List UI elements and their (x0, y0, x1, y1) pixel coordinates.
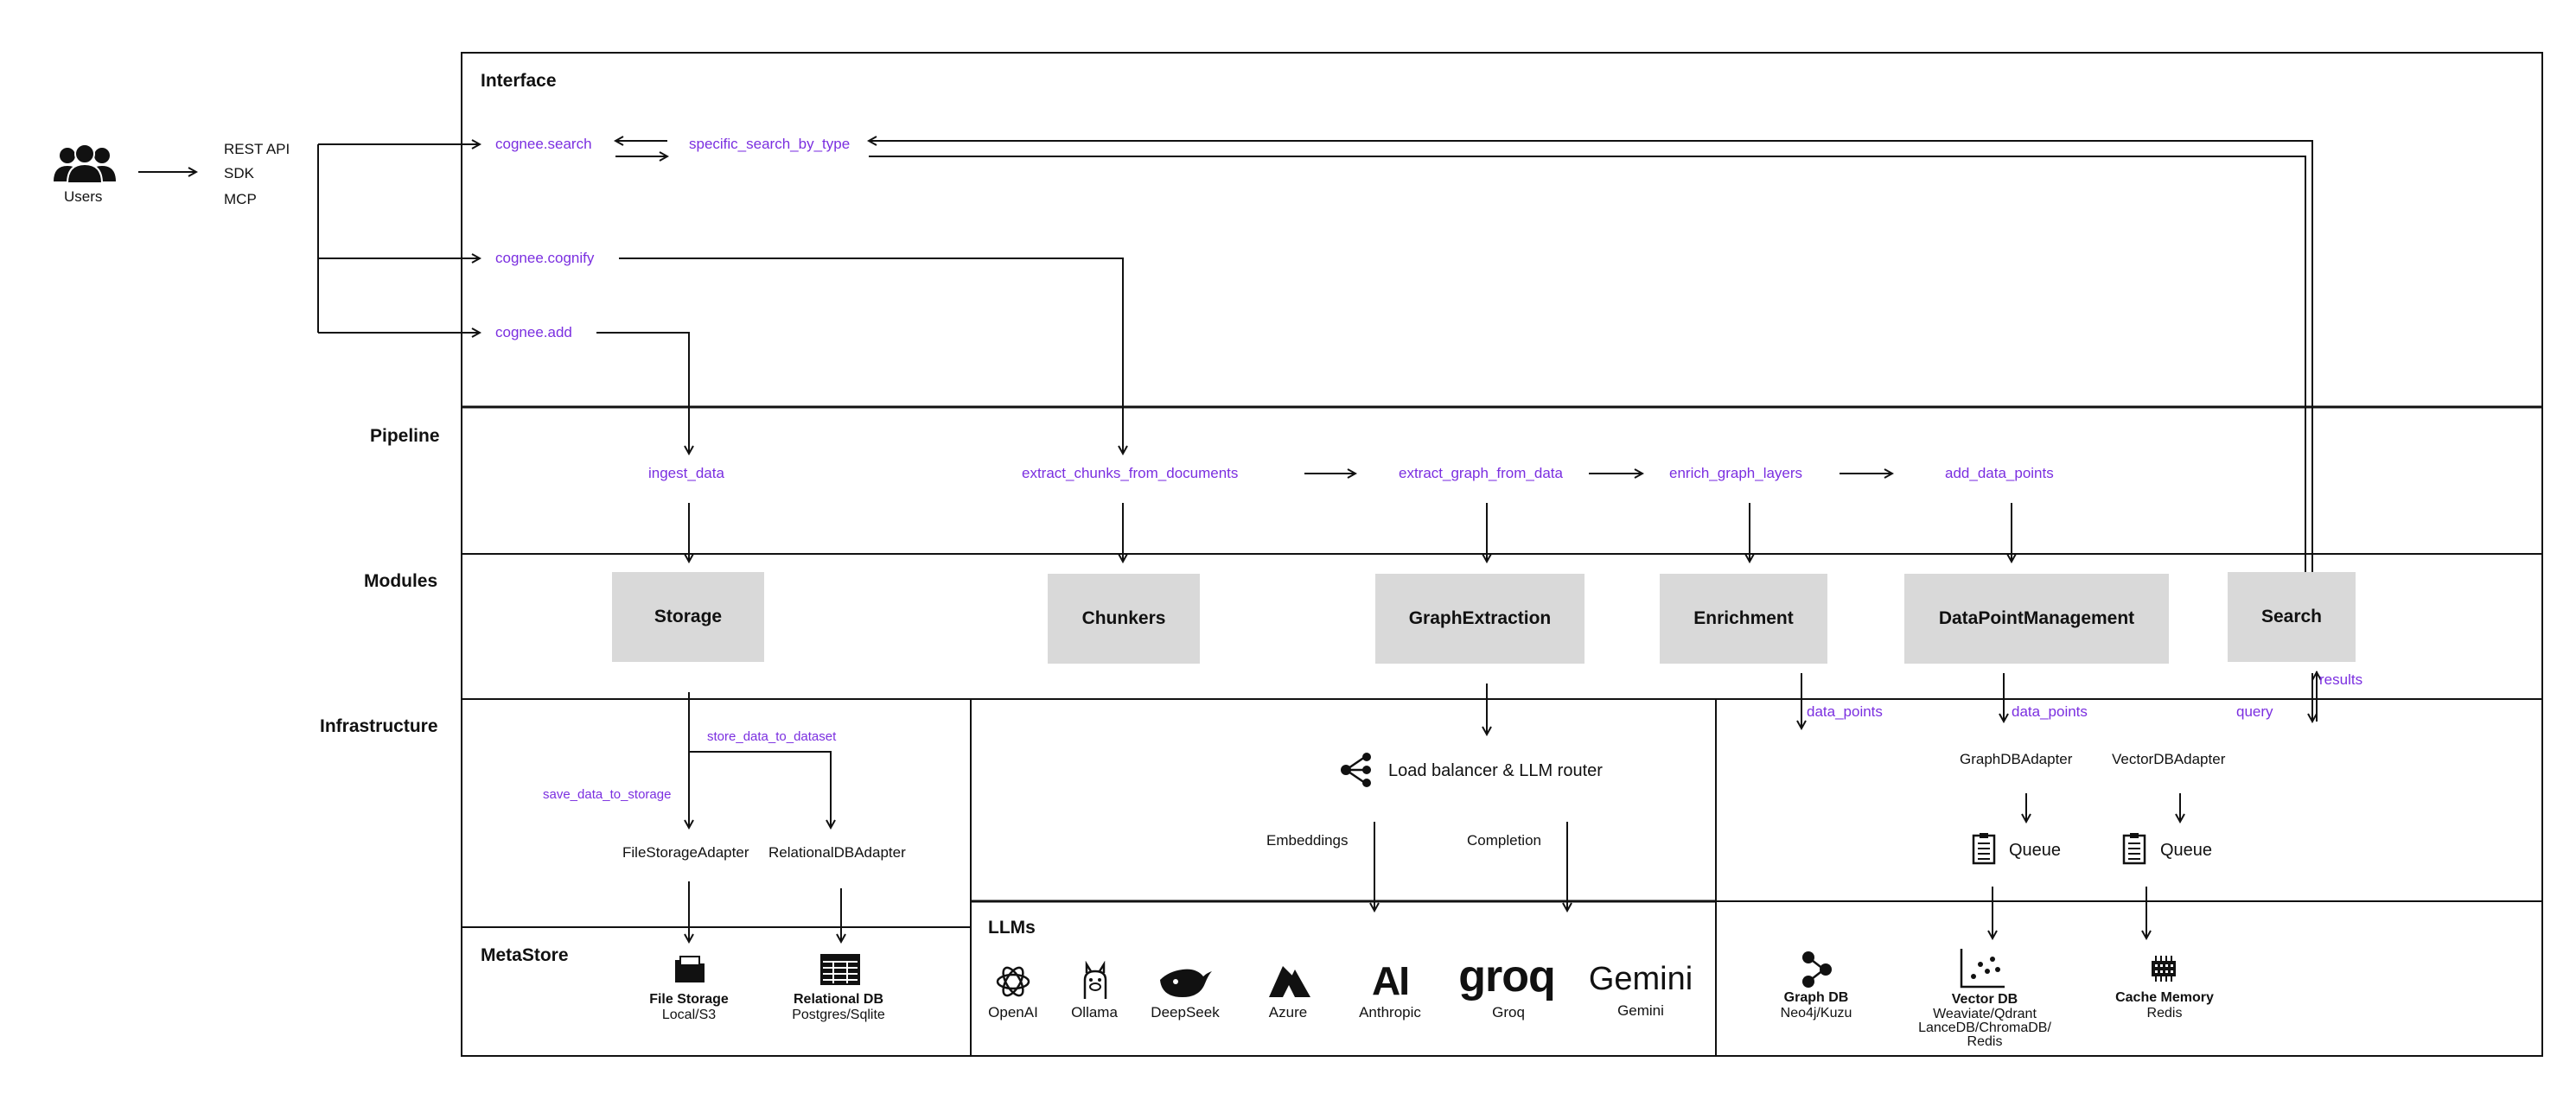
module-chunkers: Chunkers (1048, 574, 1200, 664)
load-balancer-label: Load balancer & LLM router (1388, 761, 1603, 780)
file-storage-title: File Storage (649, 992, 729, 1007)
module-graph-extraction: GraphExtraction (1375, 574, 1584, 664)
call-cognee-search[interactable]: cognee.search (495, 136, 592, 152)
file-storage-sub: Local/S3 (661, 1008, 717, 1022)
module-datapoint-management: DataPointManagement (1904, 574, 2169, 664)
label-store-data-to-dataset: store_data_to_dataset (707, 729, 837, 744)
memory-chip-icon (2149, 954, 2178, 988)
gemini-icon: Gemini (1588, 961, 1693, 997)
module-storage: Storage (612, 572, 764, 662)
file-storage-adapter: FileStorageAdapter (622, 844, 749, 861)
llm-groq: Groq (1492, 1004, 1525, 1021)
call-cognee-cognify[interactable]: cognee.cognify (495, 250, 595, 266)
module-enrichment: Enrichment (1660, 574, 1827, 664)
relational-db-adapter: RelationalDBAdapter (768, 844, 906, 861)
label-query: query (2236, 703, 2273, 720)
section-metastore-label: MetaStore (481, 945, 569, 965)
entry-sdk[interactable]: SDK (224, 165, 254, 181)
queue-label-vector: Queue (2160, 841, 2213, 860)
users-icon (50, 143, 119, 191)
database-table-icon (819, 953, 861, 990)
call-specific-search[interactable]: specific_search_by_type (689, 136, 851, 152)
llm-gemini: Gemini (1617, 1002, 1664, 1019)
users-label: Users (64, 188, 103, 205)
section-interface-label: Interface (481, 71, 557, 91)
completion-label: Completion (1467, 832, 1541, 849)
graph-db-sub: Neo4j/Kuzu (1780, 1006, 1852, 1021)
router-icon (1339, 752, 1377, 792)
step-enrich-graph: enrich_graph_layers (1669, 465, 1803, 481)
label-results: results (2319, 671, 2363, 688)
queue-icon (2120, 831, 2149, 870)
graph-db-adapter: GraphDBAdapter (1960, 751, 2073, 767)
queue-label-graph: Queue (2009, 841, 2062, 860)
llm-deepseek: DeepSeek (1151, 1004, 1220, 1021)
step-extract-chunks: extract_chunks_from_documents (1022, 465, 1239, 481)
entry-rest-api[interactable]: REST API (224, 141, 290, 157)
graph-icon (1798, 949, 1836, 993)
llm-openai: OpenAI (988, 1004, 1038, 1021)
llm-ollama: Ollama (1071, 1004, 1118, 1021)
step-extract-graph: extract_graph_from_data (1399, 465, 1563, 481)
section-infrastructure-label: Infrastructure (320, 716, 438, 736)
relational-db-sub: Postgres/Sqlite (792, 1008, 885, 1022)
scatter-plot-icon (1958, 947, 2006, 995)
openai-icon (994, 963, 1032, 1005)
section-llms-label: LLMs (988, 918, 1036, 938)
step-add-data-points: add_data_points (1945, 465, 2054, 481)
relational-db-title: Relational DB (793, 992, 884, 1007)
vector-db-adapter: VectorDBAdapter (2112, 751, 2226, 767)
section-pipeline-label: Pipeline (370, 426, 440, 446)
cache-memory-title: Cache Memory (2115, 990, 2214, 1005)
vector-db-title: Vector DB (1951, 992, 2018, 1007)
entry-mcp[interactable]: MCP (224, 191, 257, 207)
vector-db-sub-1: Weaviate/Qdrant (1933, 1007, 2037, 1021)
llm-anthropic: Anthropic (1359, 1004, 1421, 1021)
graph-db-title: Graph DB (1783, 990, 1849, 1005)
anthropic-icon: AI (1372, 958, 1410, 1003)
deepseek-icon (1157, 964, 1214, 1003)
llm-azure: Azure (1268, 1004, 1308, 1021)
label-data-points-vector: data_points (2012, 703, 2088, 720)
cache-memory-sub: Redis (2146, 1006, 2183, 1021)
folder-icon (673, 953, 706, 990)
label-save-data-to-storage: save_data_to_storage (543, 787, 672, 802)
ollama-icon (1080, 960, 1111, 1005)
embeddings-label: Embeddings (1266, 832, 1349, 849)
queue-icon (1969, 831, 1999, 870)
step-ingest-data: ingest_data (648, 465, 724, 481)
groq-icon: groq (1458, 951, 1556, 1001)
label-data-points-graph: data_points (1807, 703, 1883, 720)
section-modules-label: Modules (364, 571, 438, 591)
call-cognee-add[interactable]: cognee.add (495, 324, 572, 340)
module-search: Search (2228, 572, 2356, 662)
vector-db-sub-3: Redis (1967, 1034, 2003, 1049)
vector-db-sub-2: LanceDB/ChromaDB/ (1918, 1021, 2051, 1035)
azure-icon (1264, 964, 1312, 1003)
